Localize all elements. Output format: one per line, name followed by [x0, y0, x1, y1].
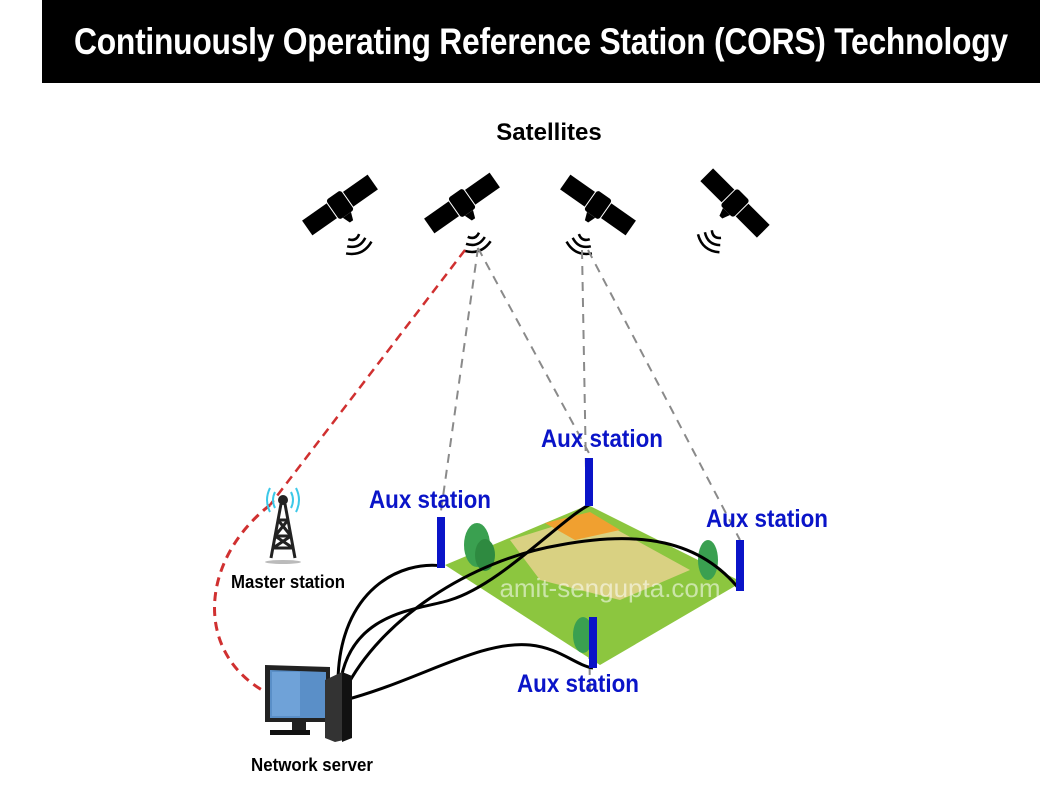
master-link-lines	[213, 249, 466, 692]
network-server-label: Network server	[251, 755, 373, 775]
satellite-icon	[300, 172, 385, 260]
aux-station-marker	[589, 617, 597, 668]
page-title: Continuously Operating Reference Station…	[74, 20, 1008, 62]
aux-station-marker	[736, 540, 744, 591]
aux-station-label: Aux station	[706, 505, 828, 533]
aux-station-marker	[437, 517, 445, 568]
aux-station-marker	[585, 458, 593, 506]
aux-station-label: Aux station	[369, 486, 491, 514]
radio-tower-icon	[265, 487, 301, 564]
master-station-label: Master station	[231, 572, 345, 592]
watermark: amit-sengupta.com	[499, 573, 720, 603]
signal-lines	[439, 247, 741, 691]
title-bar: Continuously Operating Reference Station…	[42, 0, 1040, 83]
satellite-icon	[692, 166, 772, 258]
computer-icon	[265, 665, 352, 742]
satellite-icon	[422, 170, 507, 257]
satellites-label: Satellites	[496, 119, 601, 146]
satellite-icon	[553, 172, 638, 260]
aux-station-label: Aux station	[517, 670, 639, 698]
aux-station-label: Aux station	[541, 425, 663, 453]
network-cables	[336, 503, 742, 702]
